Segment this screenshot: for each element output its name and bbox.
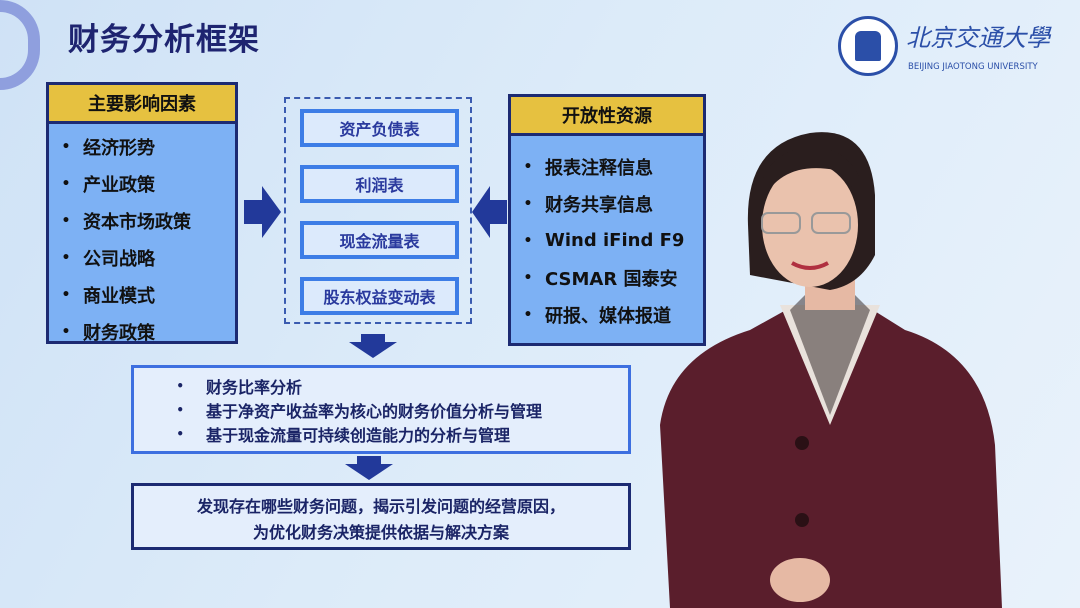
factors-list: •经济形势 •产业政策 •资本市场政策 •公司战略 •商业模式 •财务政策 xyxy=(46,124,238,344)
right-arrow-icon xyxy=(244,186,281,238)
list-item: •CSMAR 国泰安 xyxy=(523,268,678,290)
presenter-figure xyxy=(660,132,1002,608)
list-item: •财务政策 xyxy=(61,322,155,344)
conclusion-box: 发现存在哪些财务问题，揭示引发问题的经营原因， 为优化财务决策提供依据与解决方案 xyxy=(131,483,631,550)
analysis-item: •财务比率分析 xyxy=(176,378,303,397)
down-arrow-icon xyxy=(349,334,397,358)
down-arrow-icon xyxy=(345,456,393,480)
analysis-item: •基于现金流量可持续创造能力的分析与管理 xyxy=(176,426,511,445)
statement-box: 利润表 xyxy=(300,165,459,203)
conclusion-line: 发现存在哪些财务问题，揭示引发问题的经营原因， xyxy=(196,497,565,516)
slide-title: 财务分析框架 xyxy=(68,22,260,58)
university-name-en: BEIJING JIAOTONG UNIVERSITY xyxy=(908,62,1038,72)
decorative-ring xyxy=(0,0,40,90)
sources-header: 开放性资源 xyxy=(508,94,706,136)
list-item: •经济形势 xyxy=(61,137,155,159)
sources-list: •报表注释信息 •财务共享信息 •Wind iFind F9 •CSMAR 国泰… xyxy=(508,136,706,346)
list-item: •公司战略 xyxy=(61,248,155,270)
list-item: •产业政策 xyxy=(61,174,155,196)
statements-group xyxy=(284,97,472,324)
statement-box: 资产负债表 xyxy=(300,109,459,147)
statement-box: 现金流量表 xyxy=(300,221,459,259)
list-item: •Wind iFind F9 xyxy=(523,230,685,251)
analysis-item: •基于净资产收益率为核心的财务价值分析与管理 xyxy=(176,402,543,421)
factors-header: 主要影响因素 xyxy=(46,82,238,124)
list-item: •研报、媒体报道 xyxy=(523,305,671,327)
list-item: •商业模式 xyxy=(61,285,155,307)
list-item: •资本市场政策 xyxy=(61,211,191,233)
conclusion-line: 为优化财务决策提供依据与解决方案 xyxy=(252,523,509,542)
list-item: •报表注释信息 xyxy=(523,157,653,179)
list-item: •财务共享信息 xyxy=(523,194,653,216)
university-name-cn: 北京交通大學 xyxy=(906,24,1050,52)
left-arrow-icon xyxy=(472,186,507,238)
university-seal-logo xyxy=(838,16,898,76)
statement-box: 股东权益变动表 xyxy=(300,277,459,315)
analysis-box: •财务比率分析 •基于净资产收益率为核心的财务价值分析与管理 •基于现金流量可持… xyxy=(131,365,631,454)
